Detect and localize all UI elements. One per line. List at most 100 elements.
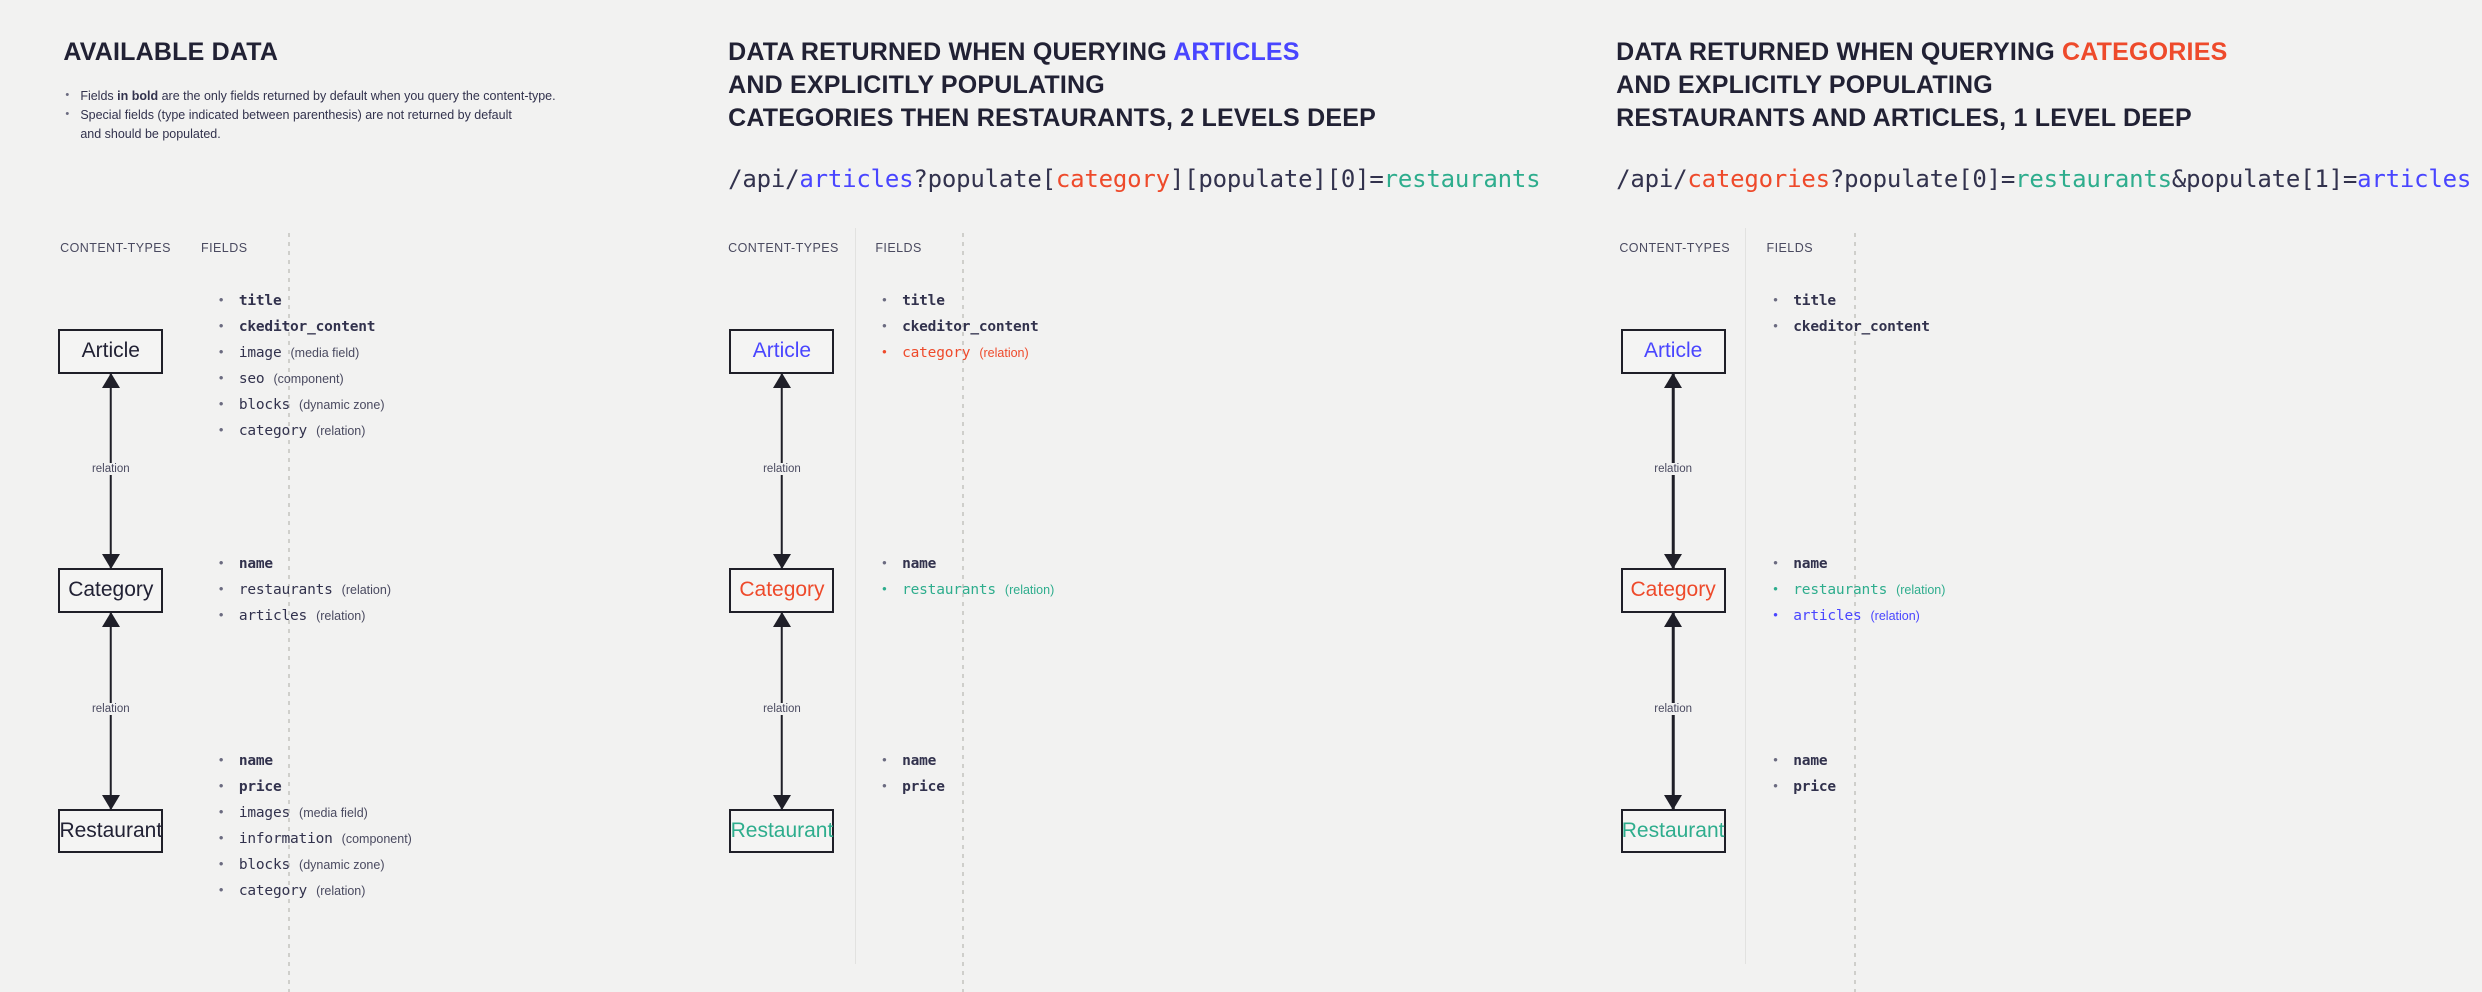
field-row: name: [217, 554, 391, 572]
field-row: ckeditor_content: [880, 317, 1039, 335]
endpoint-segment-red: category: [1055, 165, 1170, 193]
panel-title-line: AND EXPLICITLY POPULATING: [1616, 69, 2471, 102]
field-row: ckeditor_content: [1771, 317, 1930, 335]
endpoint-segment-blue: articles: [799, 165, 914, 193]
relation-arrow-line: [780, 612, 784, 809]
field-row: images (media field): [217, 804, 412, 822]
endpoint-segment-default: ][populate][0]=: [1169, 165, 1384, 193]
field-name: image: [238, 344, 282, 361]
panel-title-line: AVAILABLE DATA: [63, 36, 555, 69]
field-row: restaurants(relation): [217, 580, 391, 598]
field-name: name: [1793, 753, 1828, 770]
field-name: name: [1793, 555, 1828, 572]
arrow-head-down-icon: [772, 794, 791, 810]
field-type: (relation): [1896, 582, 1946, 597]
legend-bullet: Fields in bold are the only fields retur…: [63, 86, 556, 106]
field-row: title: [880, 291, 1038, 309]
column-label-fields: FIELDS: [1766, 240, 1813, 255]
content-type-box-article[interactable]: Article: [1620, 329, 1726, 374]
field-name: title: [238, 292, 282, 309]
legend-bullet-continuation: and should be populated.: [80, 127, 221, 141]
field-type: (media field): [290, 345, 360, 360]
endpoint-segment-default: /api/: [728, 165, 800, 193]
content-type-box-article[interactable]: Article: [58, 329, 164, 374]
title-text: CATEGORIES THEN RESTAURANTS, 2 LEVELS DE…: [728, 104, 1376, 132]
panel-divider-1: [855, 228, 856, 964]
legend-bullet: Special fields (type indicated between p…: [63, 105, 555, 125]
legend-bullet-text: are the only fields returned by default …: [158, 89, 556, 103]
relation-label: relation: [1650, 462, 1696, 475]
field-row: price: [880, 778, 945, 796]
panel-title-line: RESTAURANTS AND ARTICLES, 1 LEVEL DEEP: [1616, 102, 2471, 135]
content-type-box-restaurant[interactable]: Restaurant: [58, 808, 164, 854]
content-type-box-restaurant[interactable]: Restaurant: [729, 808, 835, 854]
endpoint-segment-red: categories: [1687, 165, 1830, 193]
relation-arrow-line: [109, 373, 113, 569]
field-type: (media field): [299, 806, 368, 821]
column-label-content-types: CONTENT-TYPES: [1619, 240, 1731, 255]
content-type-box-category[interactable]: Category: [729, 568, 835, 613]
panel-title-line: DATA RETURNED WHEN QUERYING CATEGORIES: [1616, 36, 2471, 69]
field-name: category: [238, 883, 308, 900]
field-type: (dynamic zone): [299, 397, 385, 412]
title-text: DATA RETURNED WHEN QUERYING: [728, 38, 1174, 66]
field-row: name: [1771, 752, 1836, 770]
endpoint-segment-blue: articles: [2357, 165, 2472, 193]
field-row: articles (relation): [1771, 606, 1945, 624]
column-label-fields: FIELDS: [201, 240, 248, 255]
relation-label: relation: [1650, 702, 1696, 715]
arrow-head-down-icon: [101, 794, 120, 810]
field-name: articles: [238, 607, 308, 624]
field-name: ckeditor_content: [1793, 318, 1930, 335]
field-name: ckeditor_content: [902, 318, 1039, 335]
field-name: images: [238, 805, 291, 822]
api-endpoint-url: /api/articles?populate[category][populat…: [728, 165, 1540, 193]
dotted-column-divider: [962, 232, 965, 992]
content-type-box-category[interactable]: Category: [58, 568, 164, 613]
content-type-box-restaurant[interactable]: Restaurant: [1620, 808, 1726, 854]
relation-label: relation: [759, 702, 805, 715]
field-name: blocks: [238, 396, 291, 413]
field-name: name: [902, 555, 937, 572]
field-name: category: [902, 344, 971, 361]
content-type-box-category[interactable]: Category: [1620, 568, 1726, 613]
title-text: DATA RETURNED WHEN QUERYING: [1616, 38, 2063, 66]
field-type: (relation): [1870, 608, 1920, 623]
field-type: (component): [273, 371, 344, 386]
field-row: category(relation): [880, 343, 1038, 361]
endpoint-segment-green: restaurants: [2015, 165, 2172, 193]
field-row: restaurants(relation): [880, 580, 1054, 598]
endpoint-segment-default: ?populate[: [913, 165, 1056, 193]
field-name: name: [238, 753, 273, 770]
content-type-box-article[interactable]: Article: [729, 329, 835, 374]
dotted-column-divider: [288, 232, 291, 992]
relation-arrow: relation: [1643, 611, 1703, 810]
field-name: information: [238, 831, 333, 848]
arrow-head-up-icon: [1664, 372, 1683, 388]
legend-bullet-list: Fields in bold are the only fields retur…: [63, 86, 556, 144]
field-name: articles: [1793, 607, 1862, 624]
relation-label: relation: [87, 702, 134, 715]
relation-arrow-line: [109, 612, 113, 809]
arrow-head-up-icon: [772, 372, 791, 388]
arrow-head-up-icon: [101, 611, 120, 627]
field-name: price: [238, 779, 282, 796]
column-label-fields: FIELDS: [875, 240, 922, 255]
relation-arrow-line: [780, 373, 784, 569]
field-name: price: [1793, 779, 1836, 796]
field-group-article: titleckeditor_content: [1771, 291, 1930, 345]
field-row: price: [1771, 778, 1836, 796]
arrow-head-up-icon: [772, 611, 791, 627]
relation-arrow: relation: [81, 372, 141, 570]
field-row: seo (component): [217, 369, 385, 387]
endpoint-segment-default: ?populate[0]=: [1829, 165, 2016, 193]
field-row: ckeditor_content: [217, 317, 385, 335]
endpoint-segment-green: restaurants: [1383, 165, 1541, 193]
field-name: price: [902, 779, 945, 796]
field-row: blocks (dynamic zone): [217, 395, 385, 413]
field-name: title: [902, 292, 945, 309]
field-name: seo: [238, 370, 265, 387]
